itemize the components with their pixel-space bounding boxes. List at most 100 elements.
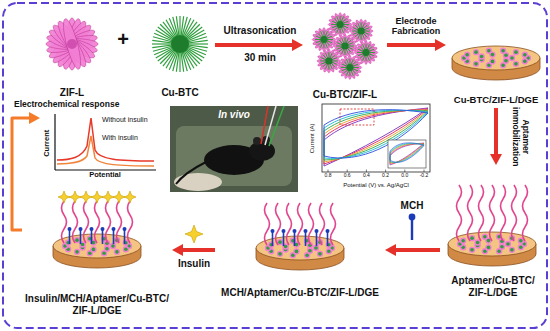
deposit [501,64,505,68]
deposit [500,245,504,249]
text-run: DGE [100,305,122,316]
mch [79,227,83,231]
text-run: (A) [309,123,315,131]
mch [409,214,416,221]
deposit [124,247,128,251]
petal [330,14,351,35]
sphere-core [320,36,327,43]
text-run: Electrode [395,16,436,26]
text-run: ZIF-L [60,87,84,98]
electrodes [53,46,540,270]
aptamer [287,203,292,245]
process-arrow [12,112,40,230]
text-run: Ultrasonication [224,25,297,36]
deposit [293,248,299,254]
deposit [464,52,470,58]
text-run: response [82,99,120,109]
deposit [501,49,505,53]
deposit [491,53,495,57]
deposit [519,239,523,243]
sphere-core [171,35,189,53]
text-run: MCH [401,200,424,211]
process-arrow [172,244,215,256]
aptamer [468,185,473,241]
deposit [513,61,519,67]
aptamer [490,185,495,241]
photo-ground [170,106,298,192]
process-arrow [215,39,303,51]
wire [265,106,276,145]
deposit [487,239,491,243]
deposit [485,244,491,250]
wire [269,106,284,146]
mouse-tail [176,162,206,184]
petal [319,51,340,72]
deposit [476,241,480,245]
mch [102,230,104,244]
arrow-label: Electrode Fabrication [388,16,444,37]
deposit [473,61,479,67]
text-run: 0.6 [344,172,351,178]
mch [101,227,105,231]
electrode-node: Cu-BTC/ZIF-L/DGE [446,22,546,108]
text-run: Cu-BTC/ [495,275,535,286]
text-run: Current [309,133,315,153]
text-run: immobilization [511,107,521,167]
deposit [284,245,288,249]
text-run: Current [42,129,51,156]
tick-label: -0.2 [414,173,434,179]
deposit [509,55,515,61]
deposit [518,244,524,250]
text-run: 0.8 [325,172,332,178]
sphere-core [358,28,365,35]
cv-loop [324,109,428,164]
text-run: insulin [118,134,138,141]
text-run: ZIF-L/ [492,94,518,105]
inset-loop [390,144,424,163]
mch [293,229,297,233]
petal [319,51,340,72]
text-run: Potential [89,170,121,179]
deposit [503,52,509,58]
text-run: ZIF-L [353,89,377,100]
node-label: Potential (V) vs. Ag/AgCl [322,182,430,189]
mch [315,229,319,233]
mouse-ear [253,137,261,145]
deposit [469,247,475,253]
text-run: AgCl [396,182,409,188]
arrow-shaft [12,118,30,230]
mch [69,230,71,244]
response-graph: CurrentPotentialWithout insulinWith insu… [40,112,160,182]
deposit [114,249,120,255]
deposit [522,58,528,64]
tick [424,170,425,173]
y-axis [54,114,55,170]
mch [327,232,329,246]
tick [366,170,367,173]
sphere-core [346,64,353,71]
deposit [503,58,509,64]
text-run: vivo [230,109,250,120]
inset-loop [390,144,424,163]
text-run: DGE [496,287,518,298]
text-run: Cu-BTC/ [290,287,330,298]
sphere-core [342,43,349,50]
aptamer [276,203,281,245]
deposit [510,56,514,60]
tick [385,170,386,173]
curve-without [57,118,154,161]
node-label: Without insulin [102,116,160,124]
node-label: Potential [55,171,155,180]
aptamer [84,201,89,243]
cv-loops [324,108,428,172]
text-run: Aptamer/ [247,287,290,298]
text-run: DGE [518,94,539,105]
insulin-star [185,225,203,243]
mouse-head [249,141,275,161]
mch [411,220,413,240]
text-run: + [117,28,129,50]
petal [340,57,361,78]
deposit [505,241,511,247]
deposit [523,59,527,63]
text-run: Insulin [178,258,210,269]
